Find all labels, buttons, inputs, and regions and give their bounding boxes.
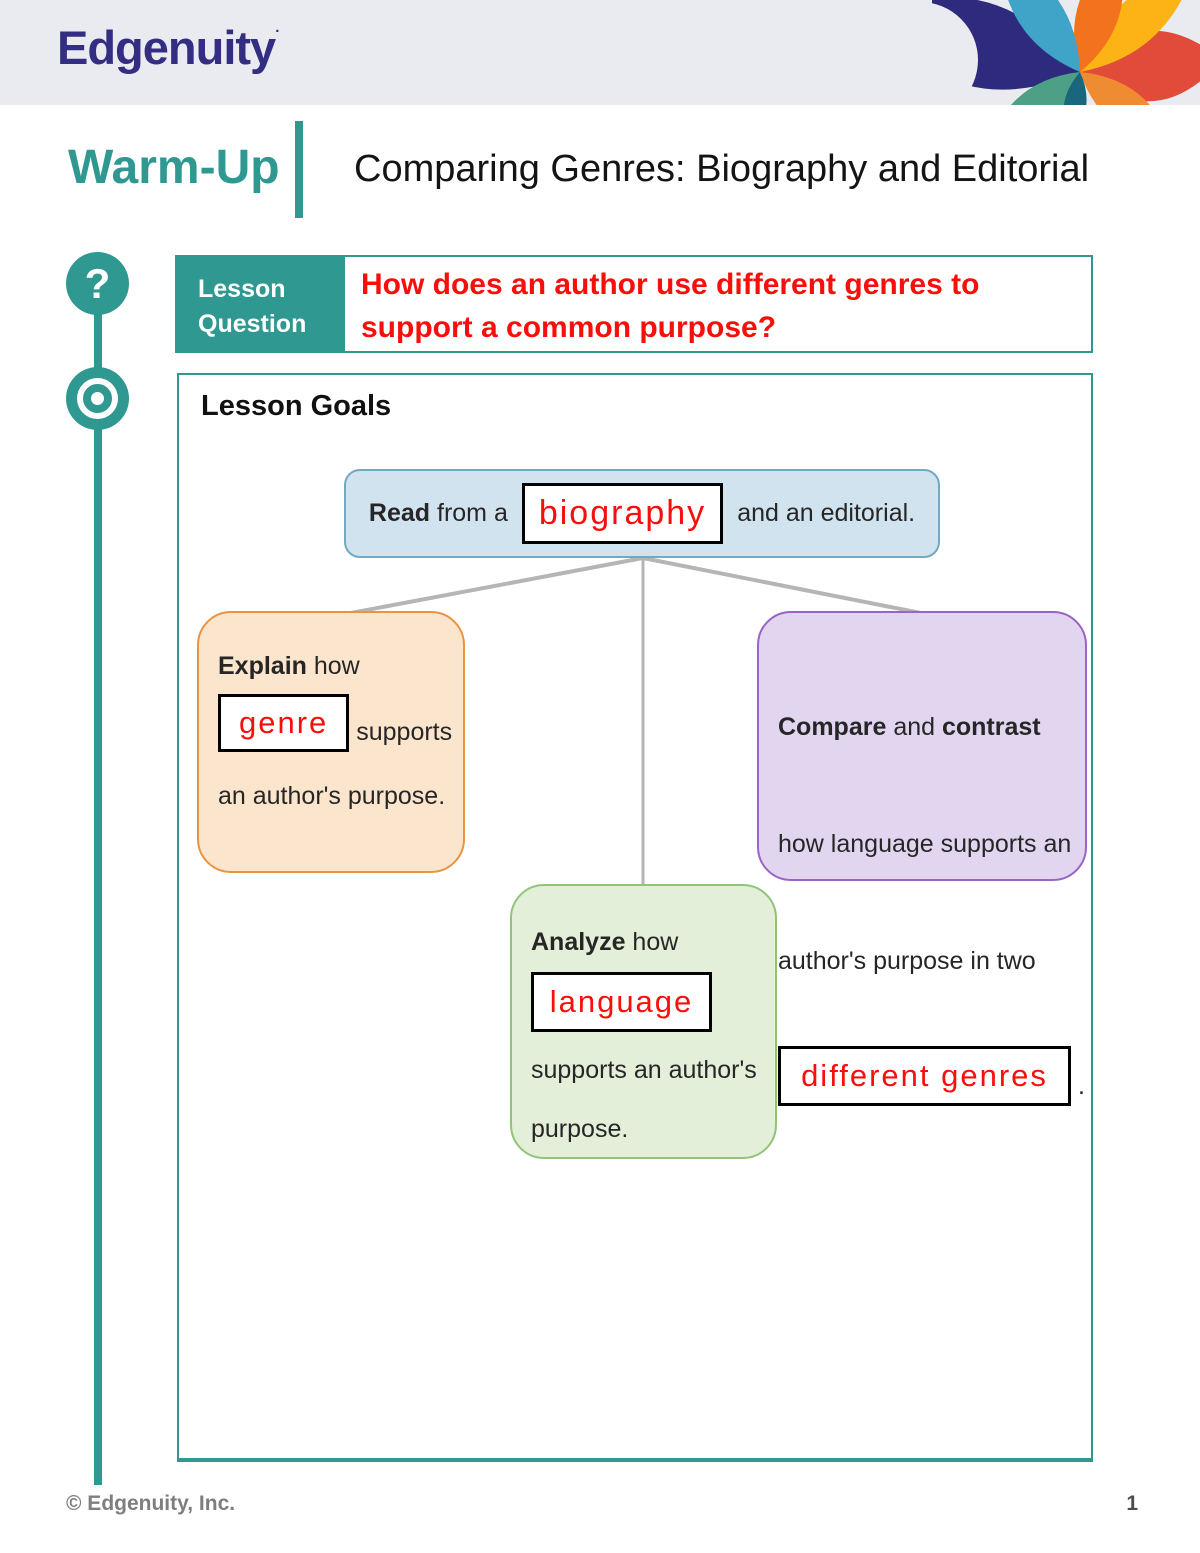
read-bold: Read [368,499,431,527]
question-glyph: ? [84,259,111,307]
lesson-question-line1: How does an author use different genres … [361,268,980,301]
lesson-goals-heading: Lesson Goals [201,390,392,422]
compare-line3: author's purpose in two [778,947,1036,975]
masthead-divider [295,121,303,218]
compare-period: . [1071,1072,1085,1100]
copyright-text: © Edgenuity, Inc. [66,1492,236,1515]
explain-line1: Explain how [218,652,463,681]
warmup-kicker: Warm-Up [68,141,280,194]
logo-trademark-dot: · [275,23,280,40]
analyze-line3: supports an author's [531,1056,757,1084]
goal-read-box: Read from a biography and an editorial. [344,469,940,558]
compare-bold1: Compare [778,713,887,741]
explain-rest: how [306,652,360,680]
goal-analyze-box: Analyze how language supports an author'… [510,884,777,1159]
lesson-question-label-line1: Lesson [198,275,286,303]
lesson-question-text: How does an author use different genres … [345,257,1091,351]
goal-compare-box: Compare and contrast how language suppor… [757,611,1087,1106]
analyze-bold: Analyze [531,928,626,956]
lesson-question-box: Lesson Question How does an author use d… [175,255,1093,353]
question-mark-icon: ? [66,252,129,315]
compare-answer-blank[interactable]: different genres [778,1046,1071,1106]
compare-line2: how language supports an [778,830,1072,858]
target-icon [66,367,129,430]
explain-answer-row: genre supports [218,694,463,752]
explain-bold: Explain [218,652,307,680]
timeline-rail [94,283,102,1485]
compare-bold2: contrast [941,713,1041,741]
analyze-rest: how [625,928,679,956]
analyze-line4: purpose. [531,1115,629,1143]
compare-answer-row: different genres . [778,1036,1085,1106]
explain-line3: an author's purpose. [218,782,446,810]
explain-answer-blank[interactable]: genre [218,694,350,752]
target-icon-mid-ring [77,378,118,419]
lesson-question-label-line2: Question [198,310,307,338]
target-icon-core [83,384,112,413]
lesson-goals-box [177,373,1093,1462]
lesson-question-label: Lesson Question [177,257,345,351]
read-mid: from a [430,499,508,527]
explain-after: supports [349,718,453,746]
compare-line1: Compare and contrast [778,713,1085,742]
edgenuity-logo: Edgenuity· [57,20,280,75]
header-band: Edgenuity· [0,0,1200,105]
analyze-answer-blank[interactable]: language [531,972,712,1032]
page-title: Comparing Genres: Biography and Editoria… [354,148,1090,190]
compare-mid: and [886,713,942,741]
read-tail: and an editorial. [737,499,916,527]
goal-explain-box: Explain how genre supports an author's p… [197,611,465,873]
edgenuity-logo-text: Edgenuity [57,21,276,74]
page-number: 1 [1126,1492,1138,1515]
lesson-question-line2: support a common purpose? [361,310,777,344]
read-answer-blank[interactable]: biography [521,483,724,544]
analyze-answer-row: language [531,957,775,1032]
analyze-line1: Analyze how [531,928,775,957]
pinwheel-logo-icon [932,0,1200,105]
